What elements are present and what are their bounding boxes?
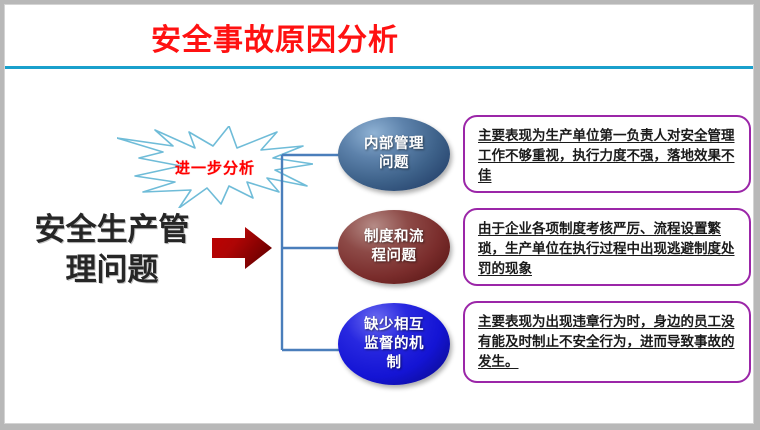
red-arrow-icon xyxy=(212,227,272,269)
burst-label: 进一步分析 xyxy=(174,160,255,177)
cause-node-system-and-process[interactable]: 制度和流 程问题 xyxy=(338,210,450,284)
cause-node-mutual-supervision[interactable]: 缺少相互 监督的机 制 xyxy=(338,303,450,385)
node-label-line-3: 制 xyxy=(386,354,402,371)
starburst-shape xyxy=(117,126,313,208)
node-label: 内部管理 问题 xyxy=(364,135,424,173)
node-label: 制度和流 程问题 xyxy=(364,228,424,266)
slide-canvas: 安全事故原因分析 安全生产管 理问题 进一步分析 内部管理 xyxy=(4,4,754,424)
title-divider xyxy=(5,66,753,69)
main-subject-line-2: 理问题 xyxy=(65,252,159,287)
description-text: 主要表现为出现违章行为时，身边的员工没有能及时制止不安全行为，进而导致事故的发生… xyxy=(478,314,735,369)
node-label-line-2: 监督的机 xyxy=(364,335,424,352)
bracket-connector xyxy=(280,153,343,352)
node-label-line-2: 问题 xyxy=(379,155,409,171)
description-text: 主要表现为生产单位第一负责人对安全管理工作不够重视，执行力度不强，落地效果不佳 xyxy=(478,128,735,183)
description-box-internal-management: 主要表现为生产单位第一负责人对安全管理工作不够重视，执行力度不强，落地效果不佳 xyxy=(463,115,751,193)
node-label-line-1: 内部管理 xyxy=(364,136,424,152)
node-label-line-1: 缺少相互 xyxy=(364,316,424,333)
node-label: 缺少相互 监督的机 制 xyxy=(364,316,424,373)
main-subject-line-1: 安全生产管 xyxy=(34,212,190,247)
cause-node-internal-management[interactable]: 内部管理 问题 xyxy=(338,117,450,191)
page-title: 安全事故原因分析 xyxy=(151,24,399,57)
description-box-system-and-process: 由于企业各项制度考核严厉、流程设置繁琐，生产单位在执行过程中出现逃避制度处罚的现… xyxy=(463,208,751,286)
node-label-line-2: 程问题 xyxy=(371,248,417,264)
description-text: 由于企业各项制度考核严厉、流程设置繁琐，生产单位在执行过程中出现逃避制度处罚的现… xyxy=(478,221,735,276)
description-box-mutual-supervision: 主要表现为出现违章行为时，身边的员工没有能及时制止不安全行为，进而导致事故的发生… xyxy=(463,301,751,383)
node-label-line-1: 制度和流 xyxy=(364,229,424,245)
main-subject-label: 安全生产管 理问题 xyxy=(17,210,207,290)
